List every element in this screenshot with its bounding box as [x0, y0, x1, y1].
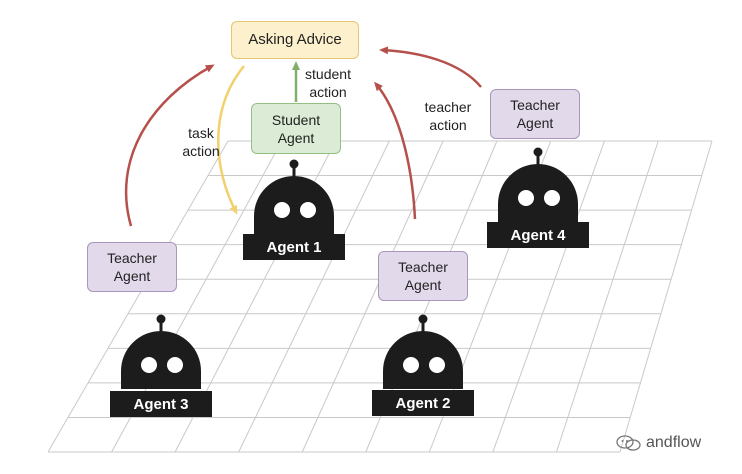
student-agent-box: Student Agent [251, 103, 341, 154]
grid-line [238, 140, 390, 453]
teacher-action-label: teacher action [424, 99, 472, 133]
grid-line [619, 140, 713, 453]
teacher-action-arrow-agent4 [379, 46, 482, 88]
watermark: andflow [616, 434, 701, 452]
robot-agent4 [498, 147, 578, 222]
robot-icon [121, 314, 201, 389]
grid-line [492, 140, 605, 453]
wechat-icon [616, 435, 641, 451]
teacher-agent-box-3: Teacher Agent [87, 242, 177, 292]
grid-line [301, 140, 444, 453]
asking-advice-box: Asking Advice [231, 21, 359, 59]
teacher-agent-box-4: Teacher Agent [490, 89, 580, 139]
robot-agent1 [254, 159, 334, 234]
task-action-label: task action [182, 125, 220, 159]
agent-4-label: Agent 4 [487, 222, 589, 248]
agent-3-label: Agent 3 [110, 391, 212, 417]
robot-agent2 [383, 314, 463, 389]
asking-advice-label: Asking Advice [248, 31, 342, 48]
teacher-action-arrow-agent3 [124, 64, 215, 227]
grid-line [555, 140, 659, 453]
teacher-agent-label-3: Teacher Agent [107, 250, 157, 284]
task-action-arrow [217, 65, 245, 215]
robot-icon [383, 314, 463, 389]
robot-icon [254, 159, 334, 234]
teacher-action-arrow-agent2 [374, 81, 417, 220]
robot-icon [498, 147, 578, 222]
agent-2-label: Agent 2 [372, 390, 474, 416]
student-action-label: student action [305, 66, 351, 100]
robot-agent3 [121, 314, 201, 389]
agent-1-label: Agent 1 [243, 234, 345, 260]
teacher-agent-box-2: Teacher Agent [378, 251, 468, 301]
student-agent-label: Student Agent [271, 111, 321, 146]
watermark-text: andflow [646, 434, 702, 451]
teacher-agent-label-2: Teacher Agent [398, 259, 448, 293]
grid-line [47, 140, 229, 453]
teacher-agent-label-4: Teacher Agent [510, 97, 560, 131]
